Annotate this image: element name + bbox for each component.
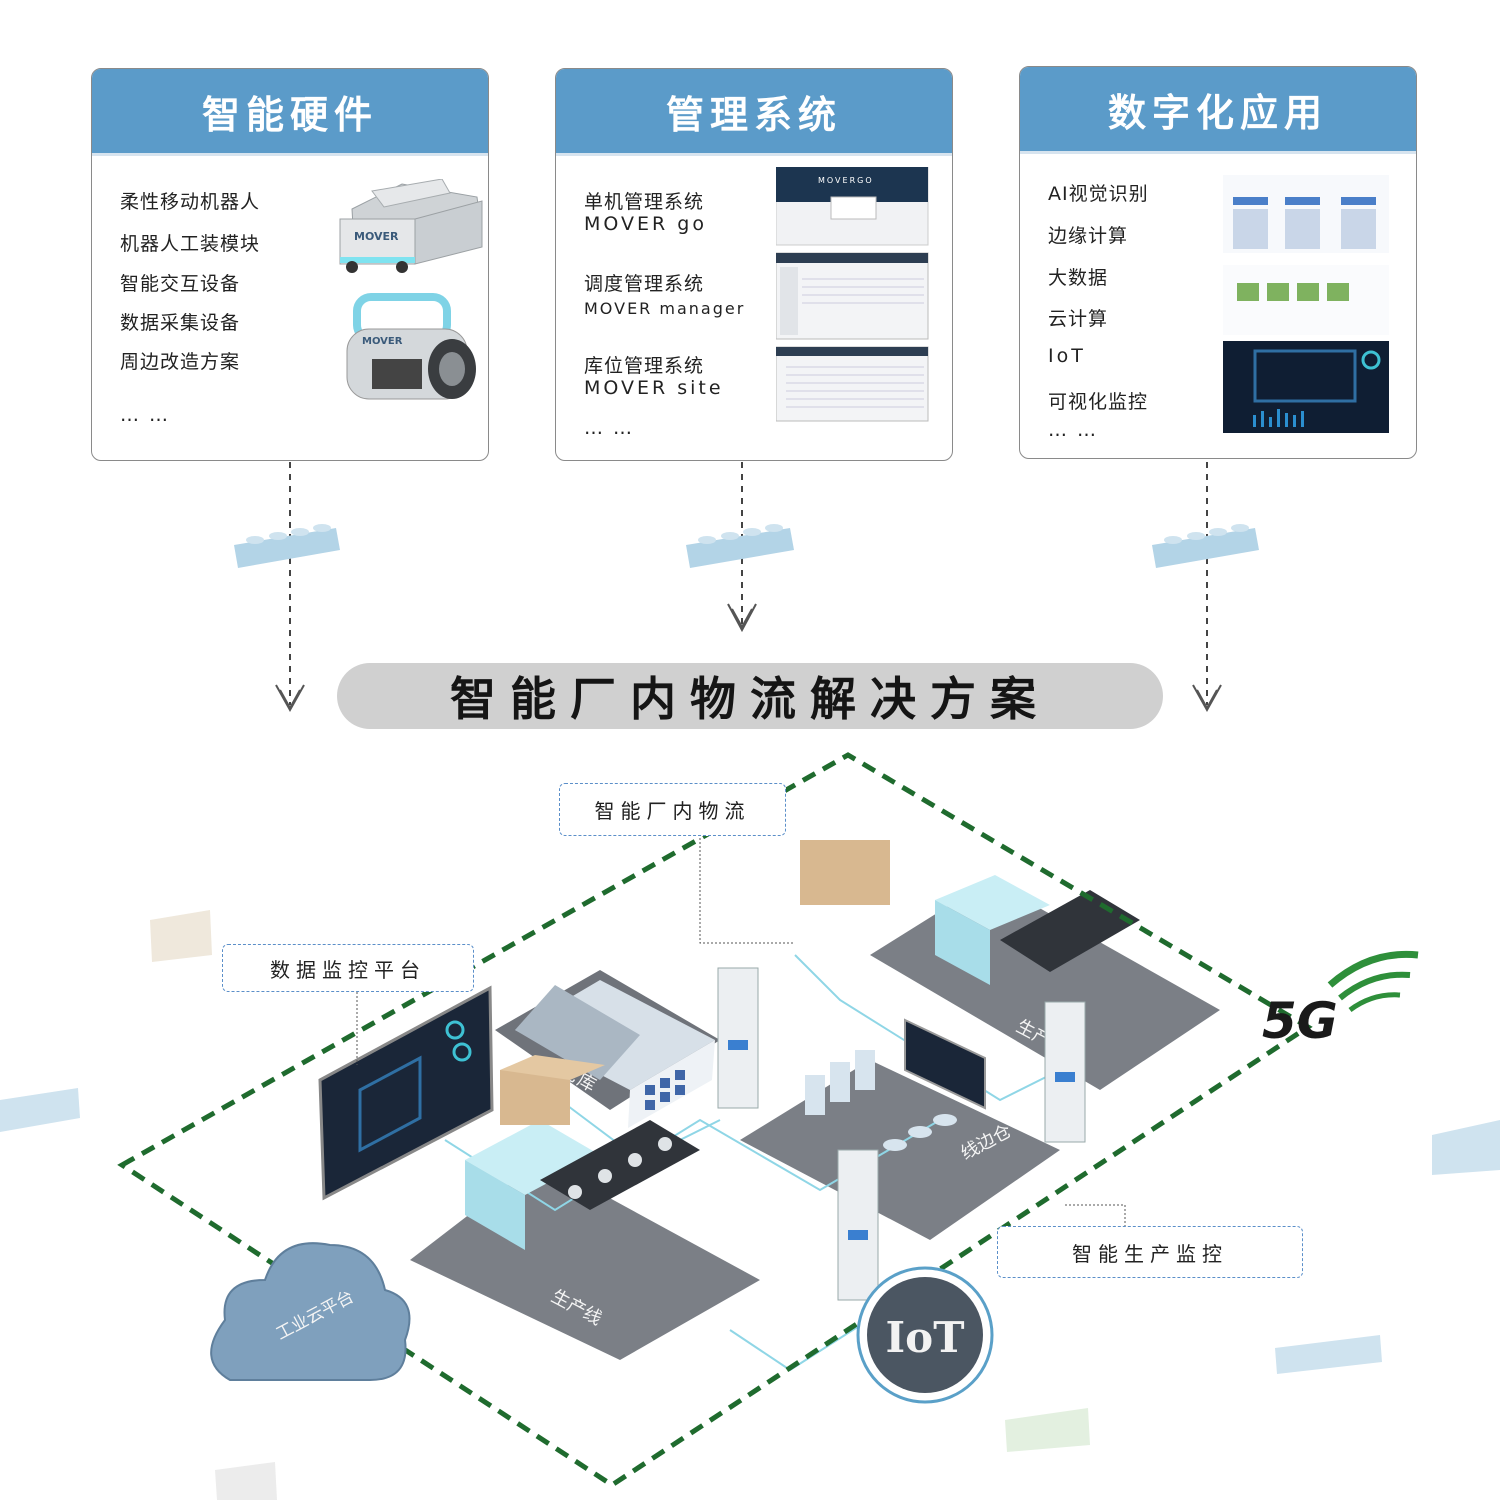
iot-label: IoT	[886, 1313, 965, 1362]
list-item-sub: MOVER manager	[584, 299, 746, 318]
5g-icon: 5G	[1262, 950, 1419, 1050]
cargo-box	[800, 840, 890, 905]
list-item: 可视化监控	[1048, 391, 1149, 413]
scope-boundary	[117, 752, 1313, 1488]
card-smart-hardware: 智能硬件 柔性移动机器人 机器人工装模块 智能交互设备 数据采集设备 周边改造方…	[91, 68, 489, 461]
factory-scene: 仓库 生产线 生产 线边仓 工业云平台 IoT	[0, 752, 1500, 1500]
list-item-sub: MOVER site	[584, 377, 724, 399]
ellipsis: … …	[1048, 419, 1099, 441]
brick-icon	[1152, 524, 1259, 568]
software-screenshots: MOVERGO	[776, 167, 929, 422]
list-item: 云计算	[1048, 308, 1109, 330]
list-item-sub: MOVER go	[584, 213, 707, 235]
list-item: 机器人工装模块	[120, 233, 261, 255]
brick-icon	[150, 910, 212, 962]
brick-icon	[215, 1462, 277, 1500]
ellipsis: … …	[120, 404, 171, 426]
card-digital-applications: 数字化应用 AI视觉识别 边缘计算 大数据 云计算 IoT 可视化监控 … …	[1019, 66, 1417, 459]
list-item: 库位管理系统	[584, 355, 705, 377]
brick-icon	[686, 524, 794, 568]
brick-icon	[1005, 1408, 1090, 1452]
list-item: 数据采集设备	[120, 312, 241, 334]
application-diagrams	[1223, 175, 1389, 433]
card-title: 管理系统	[556, 69, 952, 156]
card-title: 数字化应用	[1020, 67, 1416, 154]
brick-icon	[1432, 1120, 1500, 1175]
callout-smart-logistics: 智能厂内物流	[559, 783, 786, 836]
connector-layer	[234, 462, 1259, 713]
brick-icon	[1275, 1335, 1382, 1374]
ellipsis: … …	[584, 417, 635, 439]
screen-logo: MOVERGO	[818, 176, 874, 185]
list-item: 周边改造方案	[120, 351, 241, 373]
list-item: 边缘计算	[1048, 225, 1129, 247]
5g-label: 5G	[1262, 992, 1338, 1050]
brick-icon	[0, 1088, 80, 1132]
monitor-screen	[318, 985, 494, 1201]
robot-logo: MOVER	[354, 230, 399, 243]
solution-banner: 智能厂内物流解决方案	[337, 663, 1163, 729]
mobile-robot-image: MOVER MOVER	[339, 179, 483, 400]
card-management-system: 管理系统 单机管理系统 MOVER go 调度管理系统 MOVER manage…	[555, 68, 953, 461]
robot-logo: MOVER	[362, 336, 403, 347]
list-item: 调度管理系统	[584, 273, 705, 295]
arrow-down-icon	[727, 603, 757, 633]
list-item: AI视觉识别	[1048, 183, 1149, 205]
list-item: 大数据	[1048, 267, 1109, 289]
cargo-box	[500, 1070, 570, 1125]
list-item: 智能交互设备	[120, 273, 241, 295]
callout-smart-production-monitor: 智能生产监控	[997, 1226, 1303, 1278]
callout-data-monitor-platform: 数据监控平台	[222, 944, 474, 992]
cloud-icon	[210, 1242, 411, 1381]
list-item: 柔性移动机器人	[120, 191, 261, 213]
card-title: 智能硬件	[92, 69, 488, 156]
brick-icon	[234, 524, 340, 568]
list-item: IoT	[1048, 345, 1086, 367]
iot-badge	[867, 1277, 983, 1393]
list-item: 单机管理系统	[584, 191, 705, 213]
